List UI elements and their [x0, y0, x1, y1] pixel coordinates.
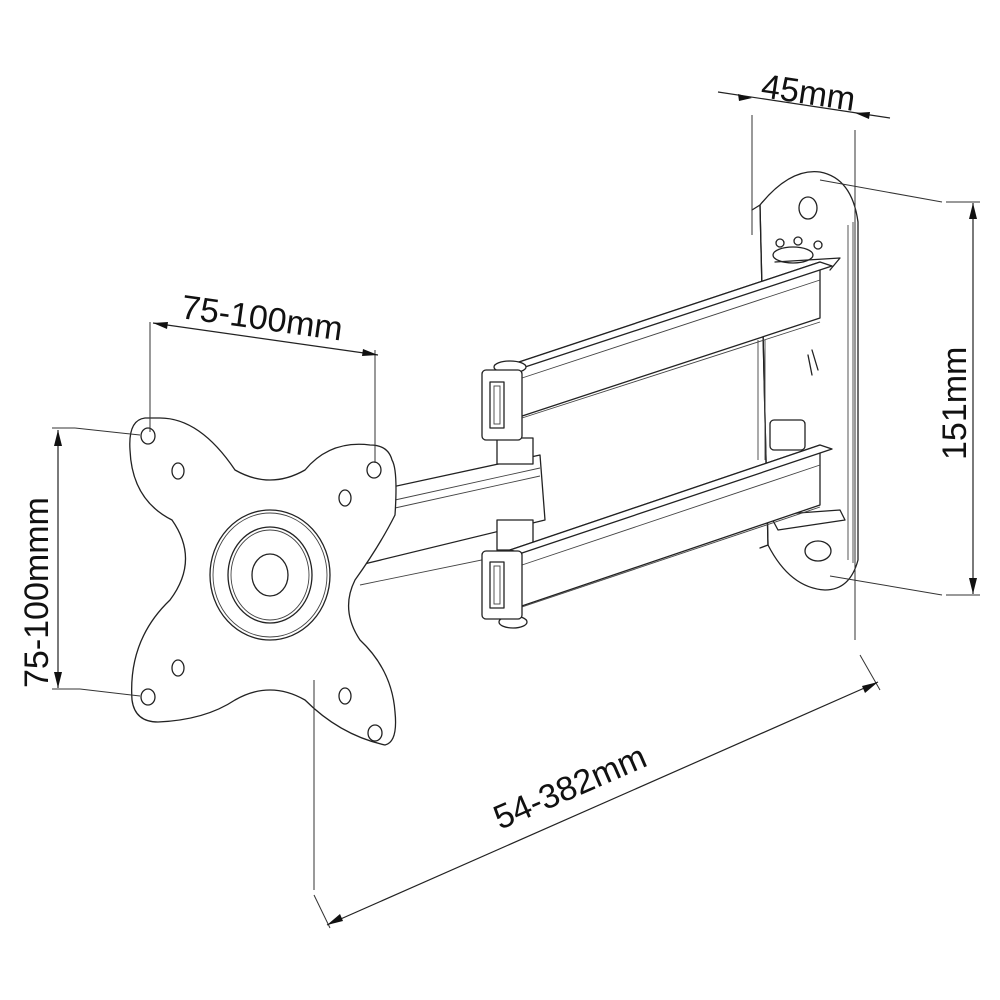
end-cap-upper: [481, 369, 523, 441]
short-arm: [354, 437, 546, 586]
dimension-wall-plate-height: 151mm: [819, 179, 980, 596]
vesa-hole: [338, 489, 352, 507]
wall-screw-hole-bottom: [804, 540, 832, 562]
dimension-label-151mm: 151mm: [936, 347, 974, 460]
dimension-vesa-vertical: 75-100mmm: [18, 427, 141, 697]
vesa-hole: [366, 461, 382, 479]
upper-long-arm: [493, 261, 833, 421]
end-cap-lower: [481, 550, 523, 620]
vesa-hole: [140, 427, 156, 445]
dimension-label-54-382mm: 54-382mm: [488, 738, 652, 838]
vesa-hole: [140, 688, 156, 706]
wall-plate: [751, 170, 859, 591]
vesa-hole: [171, 659, 185, 677]
dimension-label-vesa-horizontal: 75-100mm: [179, 288, 345, 348]
vesa-hole: [367, 724, 383, 742]
dimension-label-45mm: 45mm: [759, 67, 858, 119]
vesa-hole: [338, 687, 352, 705]
dimension-arm-extension: 54-382mm: [313, 654, 881, 929]
vesa-plate: [129, 417, 397, 746]
dimension-label-vesa-vertical: 75-100mmm: [18, 497, 56, 688]
vesa-hole: [171, 462, 185, 480]
wall-screw-hole-top: [798, 196, 818, 220]
